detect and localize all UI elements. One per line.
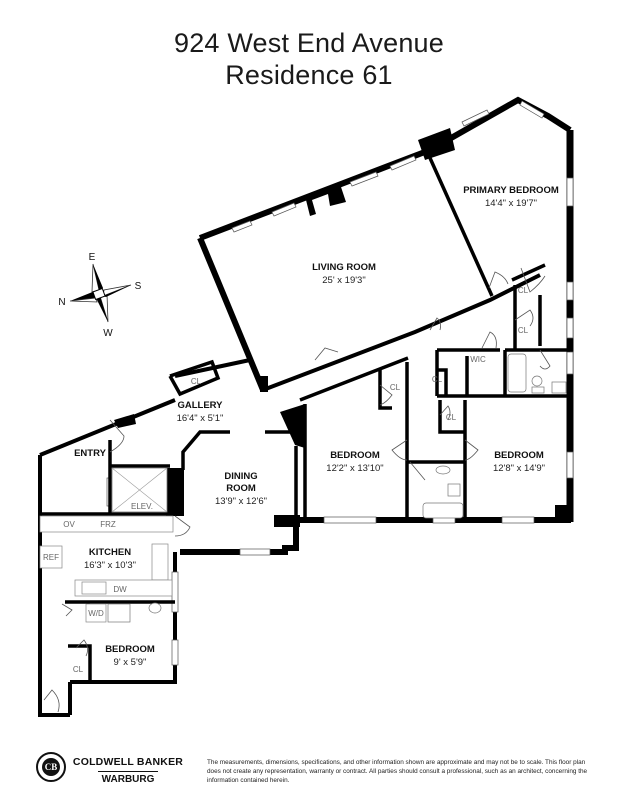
gallery-label: GALLERY bbox=[177, 400, 223, 411]
brand-name: COLDWELL BANKER bbox=[72, 756, 184, 768]
primary-bedroom-dims: 14'4" x 19'7" bbox=[485, 198, 537, 209]
living-room-door[interactable] bbox=[314, 347, 339, 361]
bath-door[interactable] bbox=[409, 461, 426, 481]
kitchen-door[interactable] bbox=[174, 515, 191, 537]
right-bedroom-dims: 12'8" x 14'9" bbox=[493, 463, 545, 474]
center-closet-door[interactable] bbox=[379, 384, 393, 406]
center-bedroom-closet-label: CL bbox=[390, 383, 401, 392]
logo-monogram: CB bbox=[42, 758, 60, 776]
compass-rose-icon: E S N W bbox=[58, 252, 141, 339]
bathtub-icon-2 bbox=[422, 502, 464, 519]
right-bedroom-closet-label: CL bbox=[446, 413, 457, 422]
gallery-dims: 16'4" x 5'1" bbox=[177, 413, 224, 424]
freezer-label: FRZ bbox=[100, 520, 116, 529]
dining-room-label-1: DINING bbox=[224, 471, 257, 482]
primary-closet-label-2: CL bbox=[518, 326, 529, 335]
hall-door[interactable] bbox=[429, 317, 441, 331]
brand-block: COLDWELL BANKER WARBURG bbox=[72, 756, 184, 785]
kitchen-dims: 16'3" x 10'3" bbox=[84, 560, 136, 571]
dining-room-label-2: ROOM bbox=[226, 483, 256, 494]
elevator-label: ELEV. bbox=[131, 502, 153, 511]
brand-sub: WARBURG bbox=[101, 774, 155, 785]
room-labels: PRIMARY BEDROOM 14'4" x 19'7" LIVING ROO… bbox=[74, 185, 559, 668]
wic-door[interactable] bbox=[481, 331, 497, 349]
living-room-label: LIVING ROOM bbox=[312, 262, 376, 273]
service-door[interactable] bbox=[43, 689, 60, 713]
fixture-labels: OV FRZ REF DW W/D CL CL CL CL CL CL WIC … bbox=[43, 286, 529, 674]
primary-bath-door[interactable] bbox=[539, 349, 551, 370]
kitchen-fixtures bbox=[39, 515, 174, 623]
toilet-icon-3 bbox=[148, 602, 162, 614]
primary-bedroom-label: PRIMARY BEDROOM bbox=[463, 185, 559, 196]
right-closet-door[interactable] bbox=[439, 405, 451, 421]
disclaimer-text: The measurements, dimensions, specificat… bbox=[207, 759, 588, 784]
kitchen-rear-door[interactable] bbox=[61, 603, 73, 617]
center-bedroom-door[interactable] bbox=[391, 439, 408, 461]
elevator: ELEV. bbox=[111, 467, 168, 513]
compass-west-label: W bbox=[103, 328, 113, 339]
wic-label: WIC bbox=[470, 355, 486, 364]
center-bedroom-dims: 12'2" x 13'10" bbox=[326, 463, 383, 474]
page-title-residence: Residence 61 bbox=[225, 60, 393, 90]
coldwell-banker-logo-icon: CB bbox=[36, 752, 66, 782]
closet-door-1[interactable] bbox=[520, 267, 546, 293]
right-bedroom-label: BEDROOM bbox=[494, 450, 544, 461]
sink-icon-2 bbox=[447, 483, 461, 497]
primary-bedroom-door[interactable] bbox=[488, 271, 509, 289]
compass-south-label: S bbox=[135, 281, 142, 292]
small-bedroom-label: BEDROOM bbox=[105, 644, 155, 655]
page-title-address: 924 West End Avenue bbox=[173, 28, 444, 58]
entry-label: ENTRY bbox=[74, 448, 107, 459]
oven-label: OV bbox=[63, 520, 75, 529]
compass-east-label: E bbox=[89, 252, 96, 263]
entry-door[interactable] bbox=[109, 419, 125, 453]
small-bedroom-closet-label: CL bbox=[73, 665, 84, 674]
sink-icon bbox=[551, 381, 567, 394]
bath-fixtures bbox=[107, 353, 567, 623]
interior-walls bbox=[40, 157, 570, 682]
dining-room-dims: 13'9" x 12'6" bbox=[215, 496, 267, 507]
washer-dryer-label: W/D bbox=[88, 609, 104, 618]
dishwasher-label: DW bbox=[113, 585, 127, 594]
right-bedroom-door[interactable] bbox=[464, 439, 479, 461]
gallery-closet-label: CL bbox=[191, 377, 202, 386]
fridge-label: REF bbox=[43, 553, 59, 562]
structural-columns bbox=[114, 128, 571, 527]
hall-closet-label: CL bbox=[432, 375, 443, 384]
small-bedroom-dims: 9' x 5'9" bbox=[114, 657, 147, 668]
compass-north-label: N bbox=[58, 297, 65, 308]
bathtub-icon bbox=[507, 353, 527, 393]
shower-icon bbox=[107, 603, 131, 623]
brand-divider bbox=[98, 771, 158, 772]
center-bedroom-label: BEDROOM bbox=[330, 450, 380, 461]
living-room-dims: 25' x 19'3" bbox=[322, 275, 365, 286]
kitchen-label: KITCHEN bbox=[89, 547, 131, 558]
doors[interactable] bbox=[43, 267, 551, 713]
small-closet-door[interactable] bbox=[75, 639, 88, 657]
toilet-icon bbox=[531, 375, 543, 387]
primary-closet-label-1: CL bbox=[518, 286, 529, 295]
toilet-icon-2 bbox=[435, 465, 451, 475]
closet-door-2[interactable] bbox=[514, 309, 534, 327]
